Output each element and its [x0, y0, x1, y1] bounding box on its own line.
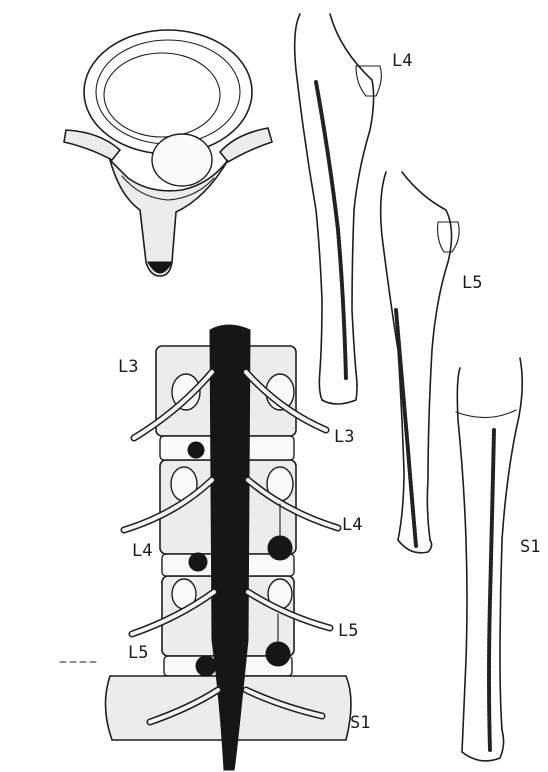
- spine-label-right-l3: L3: [334, 427, 354, 447]
- leg-label-s1: S1: [520, 537, 540, 557]
- leg-l5-outline: [381, 172, 459, 553]
- spine-label-s1: S1: [350, 713, 370, 733]
- leg-l4-outline: [295, 14, 382, 404]
- leg-s1-outline: [456, 358, 522, 761]
- vertebra-cross-section: [64, 30, 272, 276]
- leg-label-l5: L5: [462, 273, 482, 293]
- spine-label-left-l5: L5: [128, 643, 148, 663]
- spine-label-left-l3: L3: [118, 357, 138, 377]
- leg-label-l4: L4: [392, 51, 412, 71]
- spine-coronal-diagram: [60, 325, 351, 770]
- spine-label-left-l4: L4: [132, 541, 152, 561]
- spine-label-right-l5: L5: [338, 621, 358, 641]
- spine-label-right-l4: L4: [342, 515, 362, 535]
